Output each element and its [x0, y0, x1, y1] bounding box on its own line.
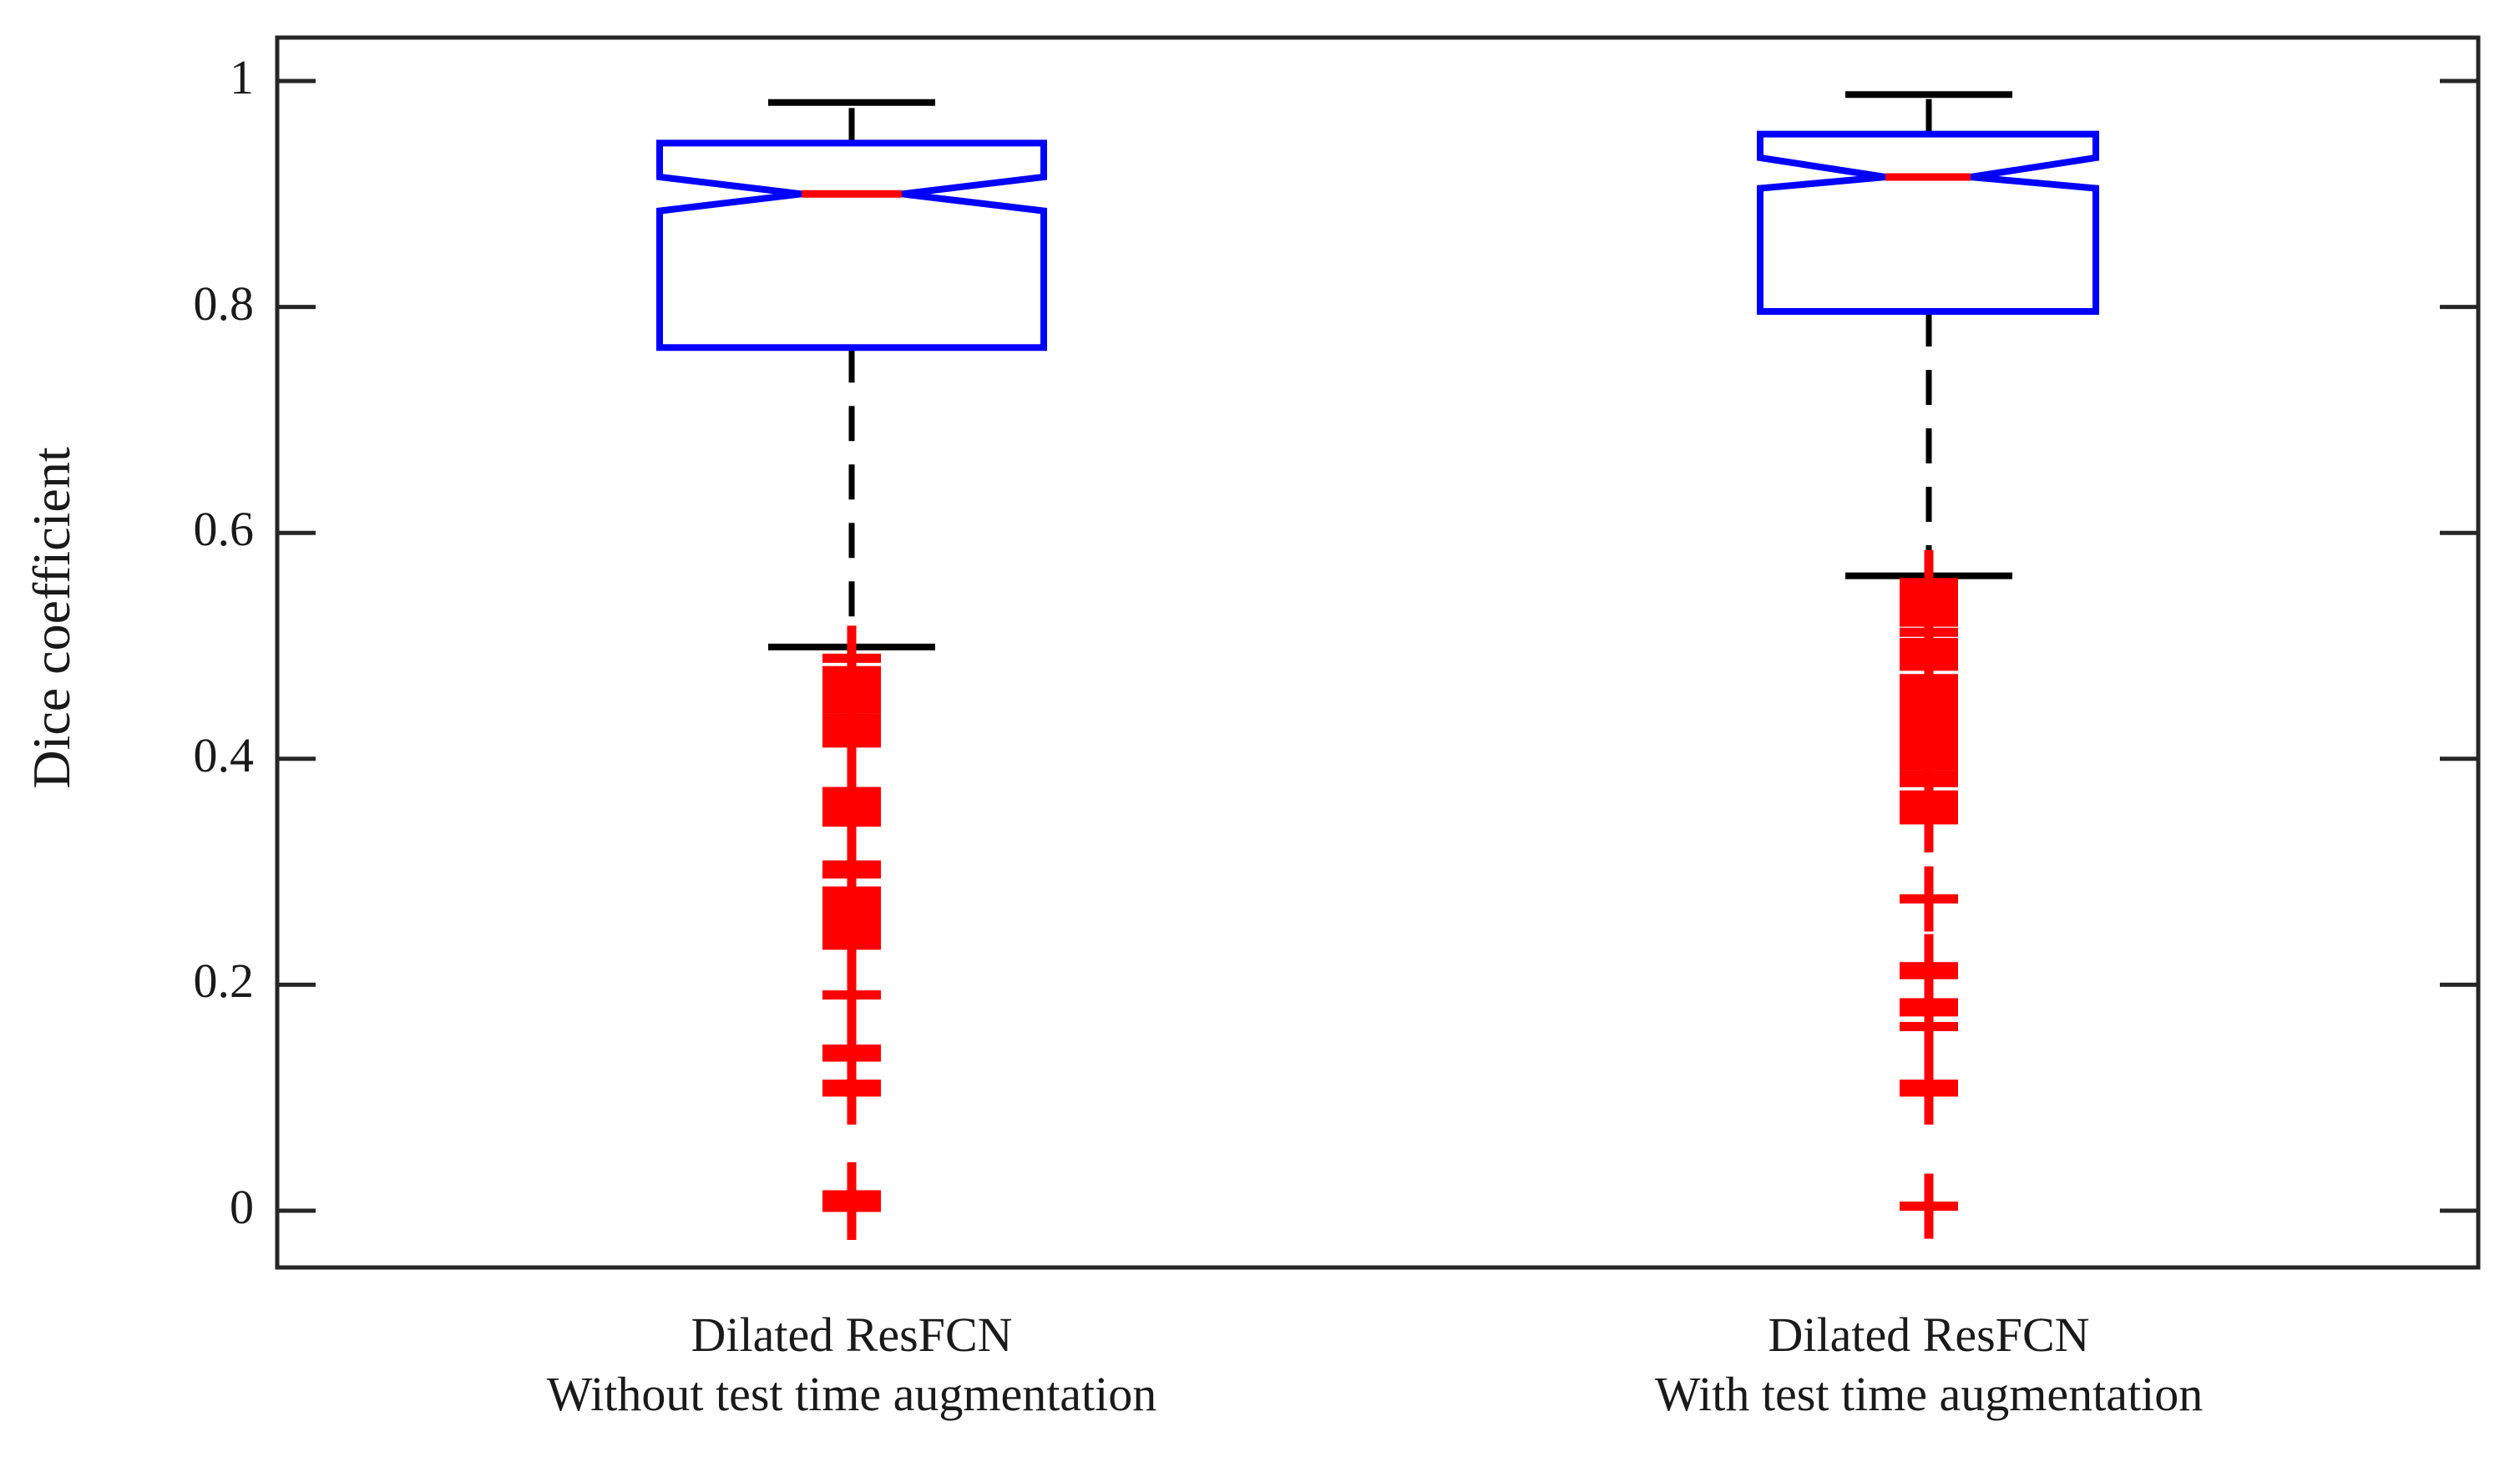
- box-plot-2: [1757, 91, 2099, 1239]
- y-axis-label: Dice coefficient: [22, 447, 81, 789]
- y-tick-label-0: 1: [230, 50, 254, 104]
- box-plot-1: [656, 99, 1047, 1240]
- plot-frame: [275, 35, 2481, 1270]
- y-axis-label-container: Dice coefficient: [22, 301, 92, 935]
- x-category-label-line2: Without test time augmentation: [546, 1366, 1157, 1421]
- x-category-label-line2: With test time augmentation: [1654, 1366, 2204, 1421]
- box-outline: [1757, 130, 2099, 316]
- y-tick-label-4: 0.2: [193, 954, 255, 1009]
- x-category-label-line1: Dilated ResFCN: [691, 1308, 1013, 1362]
- y-tick-label-1: 0.8: [193, 276, 255, 331]
- box-outline: [656, 139, 1047, 352]
- y-tick-label-3: 0.4: [193, 727, 255, 782]
- x-category-label-line1: Dilated ResFCN: [1768, 1308, 2090, 1362]
- y-tick-label-5: 0: [230, 1180, 254, 1234]
- y-tick-label-2: 0.6: [193, 502, 255, 557]
